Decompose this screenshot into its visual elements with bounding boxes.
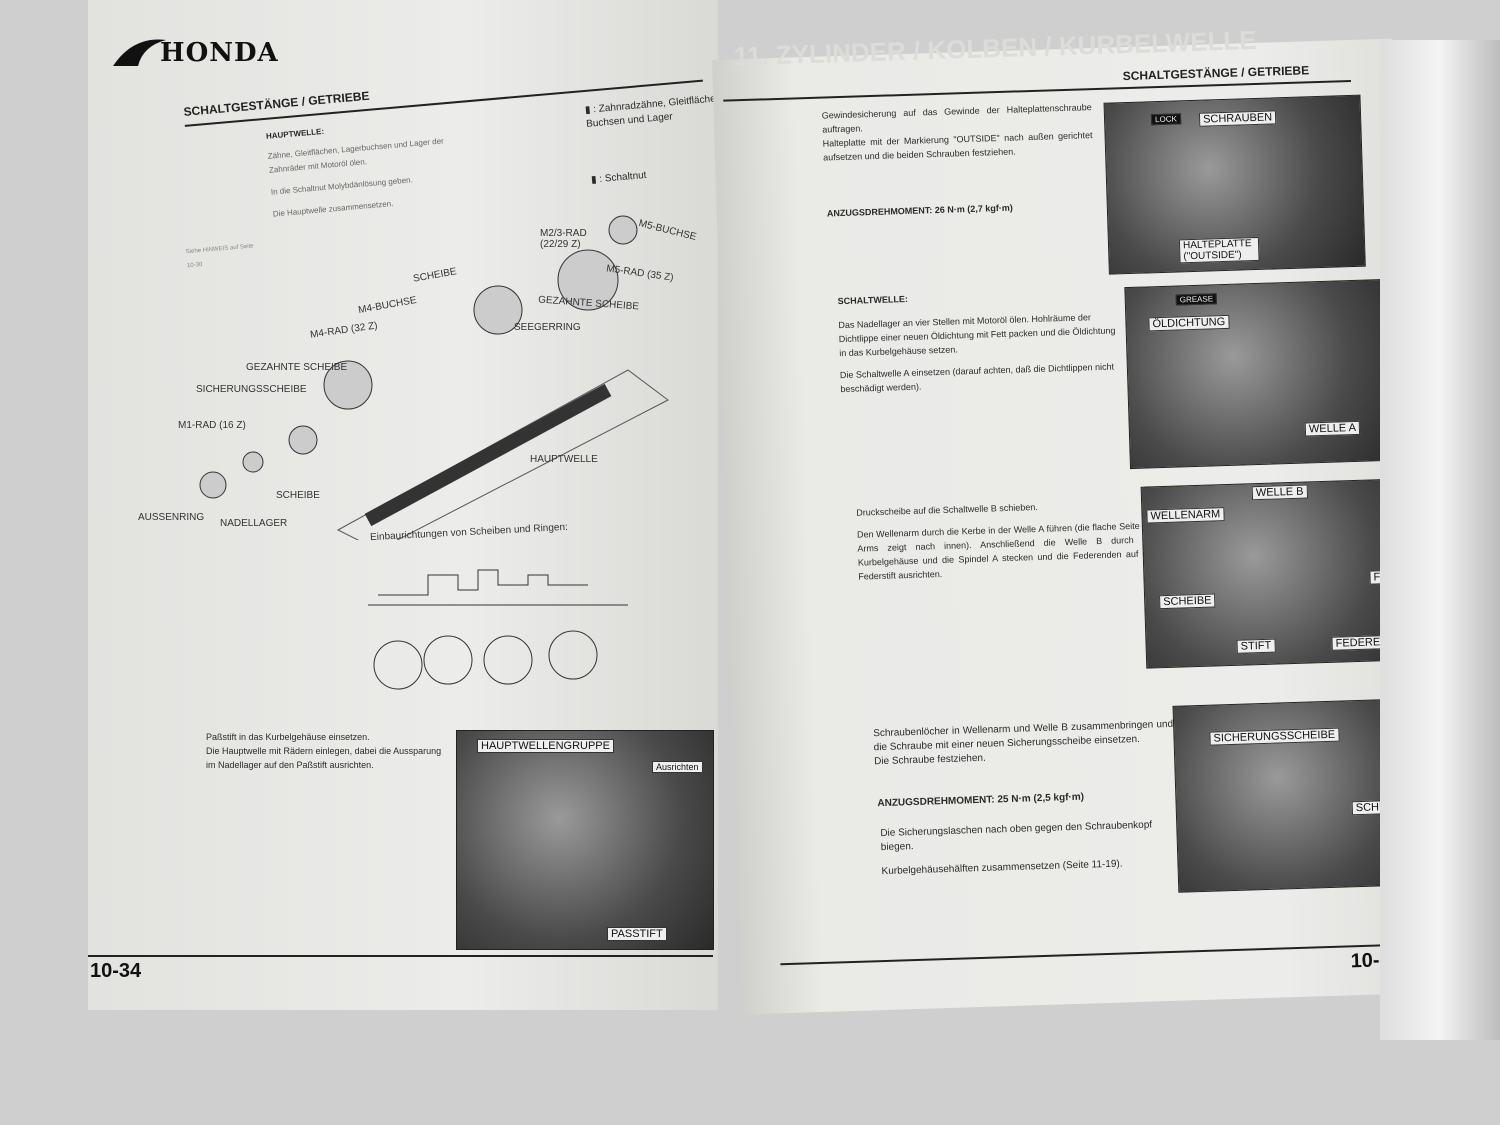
label-gezahnte-scheibe-2: GEZAHNTE SCHEIBE — [246, 362, 348, 373]
label-sicherungsscheibe: SICHERUNGSSCHEIBE — [196, 384, 307, 395]
block3: Druckscheibe auf die Schaltwelle B schie… — [856, 501, 1158, 582]
label-nadellager: NADELLAGER — [220, 518, 288, 529]
photo-tag: HALTEPLATTE ("OUTSIDE") — [1178, 236, 1260, 264]
moly-paste-icon: ▮ — [590, 174, 598, 186]
page-stack-edge — [1380, 40, 1500, 1040]
subheading: SCHALTWELLE: — [837, 293, 909, 307]
grease-icon: GREASE — [1175, 293, 1218, 306]
label-hauptwelle: HAUPTWELLE — [530, 454, 598, 465]
photo-tag: SCHRAUBEN — [1198, 110, 1277, 127]
photo-tag: WELLENARM — [1146, 507, 1225, 524]
photo-tag: HAUPTWELLENGRUPPE — [477, 739, 614, 753]
left-page: HONDA SCHALTGESTÄNGE / GETRIEBE HAUPTWEL… — [88, 0, 724, 1010]
bottom-text: Paßstift in das Kurbelgehäuse einsetzen.… — [206, 732, 442, 770]
photo-tag: SCHEIBE — [1159, 593, 1216, 610]
photo-tag: WELLE B — [1251, 484, 1308, 501]
photo-tag: Ausrichten — [652, 761, 703, 773]
right-page: 11. ZYLINDER / KOLBEN / KURBELWELLE SCHA… — [712, 25, 1436, 1015]
label-m1-rad: M1-RAD (16 Z) — [178, 420, 246, 431]
lock-icon: LOCK — [1150, 113, 1182, 126]
section-title: SCHALTGESTÄNGE / GETRIEBE — [1122, 63, 1310, 84]
label-scheibe-2: SCHEIBE — [276, 490, 320, 501]
block1: Gewindesicherung auf das Gewinde der Hal… — [821, 102, 1093, 163]
label-m23-rad: M2/3-RAD (22/29 Z) — [540, 228, 587, 250]
legend-moly: ▮ : Schaltnut — [590, 169, 647, 186]
footer-rule — [88, 955, 713, 957]
footer-rule — [780, 943, 1409, 966]
oil-seal-photo: GREASE ÖLDICHTUNG WELLE A — [1124, 278, 1397, 470]
label-aussenring: AUSSENRING — [138, 512, 205, 523]
label-seegerring: SEEGERRING — [514, 322, 581, 333]
block4: Schraubenlöcher in Wellenarm und Welle B… — [873, 718, 1174, 768]
legend-oil: ▮ : Zahnradzähne, Gleitflächen, Buchsen … — [584, 92, 725, 130]
holding-plate-photo: LOCK SCHRAUBEN HALTEPLATTE ("OUTSIDE") — [1103, 94, 1366, 275]
install-direction-diagram — [368, 569, 628, 690]
page-number: 10-34 — [90, 960, 142, 982]
photo-tag: SICHERUNGSSCHEIBE — [1209, 727, 1340, 746]
torque-spec-1: ANZUGSDREHMOMENT: 26 N·m (2,7 kgf·m) — [826, 202, 1013, 219]
block2: Das Nadellager an vier Stellen mit Motor… — [838, 312, 1116, 395]
mainshaft-exploded-diagram — [199, 215, 669, 540]
torque-spec-2: ANZUGSDREHMOMENT: 25 N·m (2,5 kgf·m) — [877, 791, 1085, 810]
photo-tag: WELLE A — [1304, 420, 1361, 437]
mainshaft-photo: HAUPTWELLENGRUPPE Ausrichten PASSTIFT — [456, 730, 714, 950]
block5: Die Sicherungslaschen nach oben gegen de… — [880, 819, 1153, 878]
photo-tag: PASSTIFT — [607, 927, 667, 941]
paragraph: In die Schaltnut Molybdänlösung geben. — [270, 175, 414, 197]
ghost-title: 11. ZYLINDER / KOLBEN / KURBELWELLE — [733, 24, 1258, 72]
brand-logo: HONDA — [160, 38, 279, 68]
honda-wing-logo — [113, 39, 166, 66]
subheading: HAUPTWELLE: — [265, 126, 325, 141]
photo-tag: ÖLDICHTUNG — [1148, 314, 1230, 332]
photo-tag: STIFT — [1236, 638, 1276, 654]
oil-can-icon: ▮ — [584, 104, 591, 116]
